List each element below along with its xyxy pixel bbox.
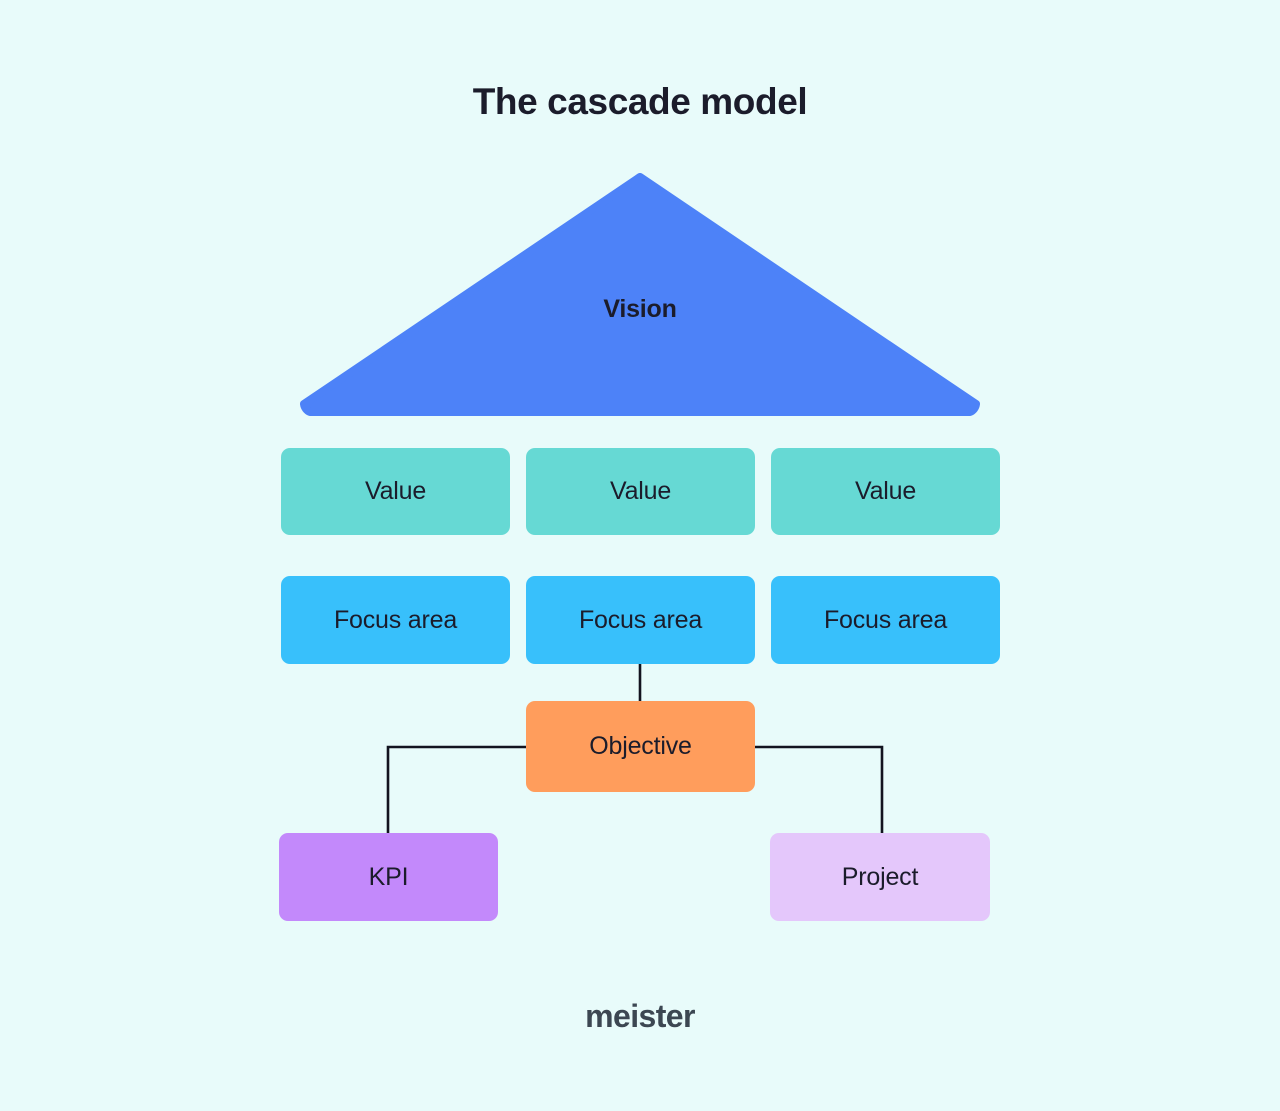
focus-area-node-1-label: Focus area	[333, 605, 458, 634]
meister-logo: meister	[585, 998, 695, 1034]
objective-node-label: Objective	[589, 732, 692, 760]
vision-label: Vision	[603, 295, 677, 323]
value-node-1-label: Value	[364, 477, 427, 505]
kpi-node-label: KPI	[368, 862, 409, 891]
focus-area-node-2[interactable]: Focus area	[526, 576, 755, 664]
value-node-3-label: Value	[854, 477, 917, 505]
project-node-label: Project	[841, 862, 919, 891]
page-title: The cascade model	[472, 81, 808, 122]
kpi-node[interactable]: KPI	[279, 833, 498, 921]
connector-objective-to-project	[755, 745, 884, 833]
value-node-3[interactable]: Value	[771, 448, 1000, 535]
focus-area-node-3-label: Focus area	[823, 605, 948, 634]
value-node-2-label: Value	[609, 477, 672, 505]
value-node-1[interactable]: Value	[281, 448, 510, 535]
connector-objective-to-kpi	[386, 745, 526, 833]
objective-node[interactable]: Objective	[526, 701, 755, 792]
focus-area-node-2-label: Focus area	[578, 605, 703, 634]
vision-triangle-shape	[300, 173, 980, 416]
vision-node[interactable]: Vision	[296, 173, 984, 416]
value-node-2[interactable]: Value	[526, 448, 755, 535]
focus-area-node-1[interactable]: Focus area	[281, 576, 510, 664]
project-node[interactable]: Project	[770, 833, 990, 921]
focus-area-node-3[interactable]: Focus area	[771, 576, 1000, 664]
